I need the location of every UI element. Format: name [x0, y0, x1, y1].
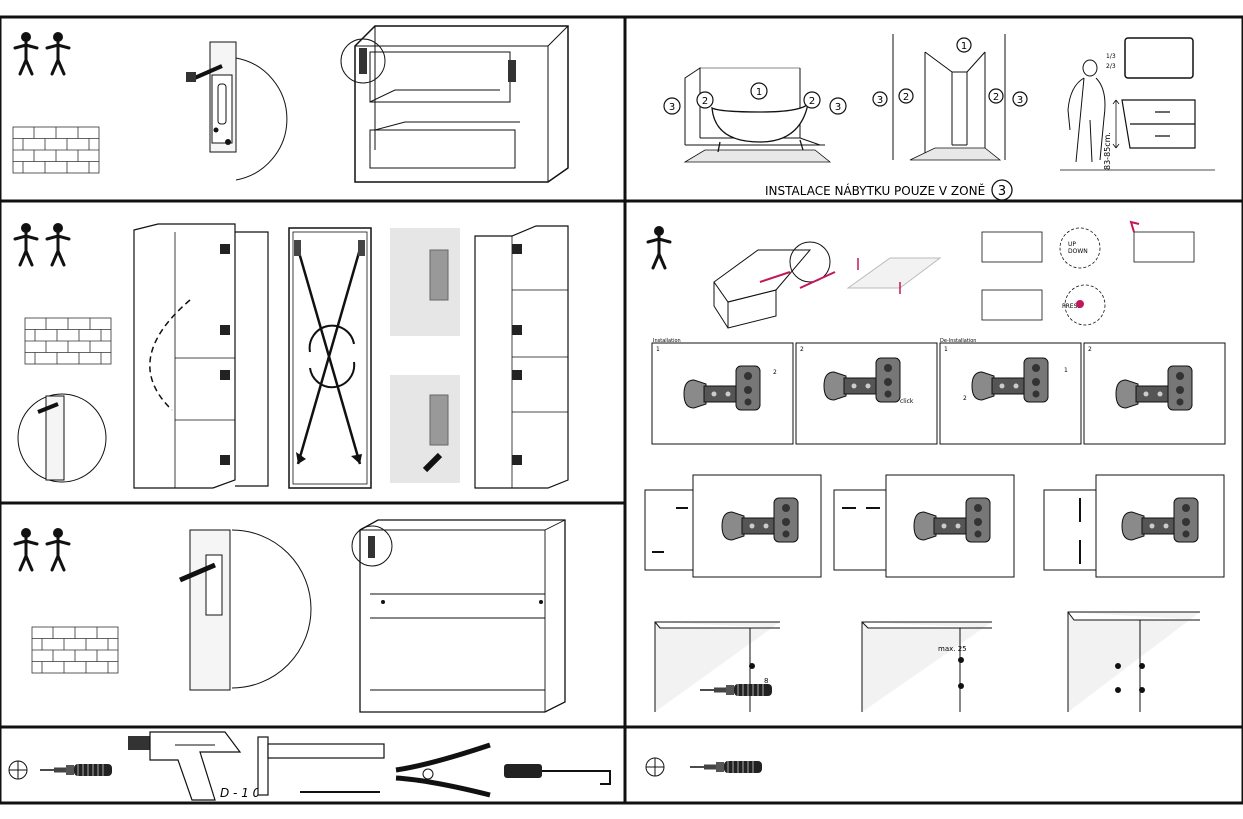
hinge-icon [683, 365, 761, 411]
brick-wall-icon [24, 317, 112, 365]
person-icon [13, 221, 39, 267]
max25-label: max. 25 [938, 645, 967, 653]
drawer-adjust-diagrams: UP DOWN PRESS [981, 220, 1195, 326]
zone-number: 3 [998, 184, 1006, 199]
hinge-icon [823, 357, 901, 403]
installation-heading: Installation [653, 338, 681, 344]
screwdriver-icon [689, 760, 763, 774]
allen-key-icon [504, 764, 611, 785]
panel-long-cabinet [13, 519, 566, 713]
cabinet-drawing [340, 25, 569, 183]
philips-icon [645, 757, 665, 777]
step-marker: 1 [1064, 367, 1068, 374]
step-marker: 2 [773, 369, 777, 376]
person-icon [45, 526, 71, 572]
zone-caption: INSTALACE NÁBYTKU POUZE V ZONĚ [765, 183, 985, 198]
person-icon [45, 221, 71, 267]
hinge-icon [1115, 365, 1193, 411]
step-number: 2 [800, 346, 804, 353]
person-icon [45, 30, 71, 76]
mirror-height-label: 1/3 [1106, 53, 1116, 60]
panel-drawers-hinges: UP DOWN PRESS Installation De-Installati… [644, 220, 1226, 712]
hammer-icon [257, 736, 385, 796]
brick-wall-icon [12, 126, 100, 174]
zone-3-label: 3 [1017, 95, 1023, 106]
drawer-up-label: UP [1068, 241, 1076, 248]
hinge-icon [721, 497, 799, 543]
hinge-icon [971, 357, 1049, 403]
zone-3-label: 3 [877, 95, 883, 106]
drill-bit-label: D - 1 0 [220, 786, 261, 800]
zone-2-label: 2 [993, 92, 999, 103]
hole-spacing-row: 8 max. 25 [654, 611, 1200, 712]
pliers-icon [395, 742, 491, 798]
person-icon [13, 526, 39, 572]
drawer-press-label: PRESS [1062, 303, 1081, 310]
drawer-down-label: DOWN [1068, 248, 1088, 255]
zone-3-label: 3 [835, 102, 841, 113]
zone-2-label: 2 [702, 96, 708, 107]
drill-icon [128, 731, 242, 801]
panel-bathroom-zones: 1 2 3 2 3 1 2 3 2 3 83-85cm. 1/3 2/3 INS [663, 34, 1215, 201]
spacing-8-label: 8 [764, 677, 768, 685]
deinstallation-heading: De-Installation [940, 338, 976, 344]
hinge-icon [913, 497, 991, 543]
hanger-detail [186, 41, 288, 181]
person-icon [646, 224, 672, 270]
screwdriver-icon [39, 763, 113, 777]
tools-left: D - 1 0 [8, 731, 611, 801]
zone-2-label: 2 [903, 92, 909, 103]
hinge-icon [1121, 497, 1199, 543]
person-icon [13, 30, 39, 76]
panel-grid [0, 15, 1243, 805]
step-marker: 2 [963, 395, 967, 402]
step-number: 1 [944, 346, 948, 353]
philips-icon [8, 760, 28, 780]
click-label: click [900, 398, 914, 405]
counter-height-label: 83-85cm. [1103, 132, 1112, 170]
zone-2-label: 2 [809, 96, 815, 107]
hinge-adjustment-row [644, 474, 1225, 578]
step-number: 2 [1088, 346, 1092, 353]
zone-3-label: 3 [669, 102, 675, 113]
mirror-height-label: 2/3 [1106, 63, 1116, 70]
zone-1-label: 1 [961, 41, 967, 52]
tools-right [645, 757, 763, 777]
brick-wall-icon [31, 626, 119, 674]
zone-1-label: 1 [756, 87, 762, 98]
step-number: 1 [656, 346, 660, 353]
screwdriver-icon [699, 683, 773, 697]
panel-wall-cabinet [12, 25, 569, 183]
panel-tall-cabinet [13, 221, 569, 489]
